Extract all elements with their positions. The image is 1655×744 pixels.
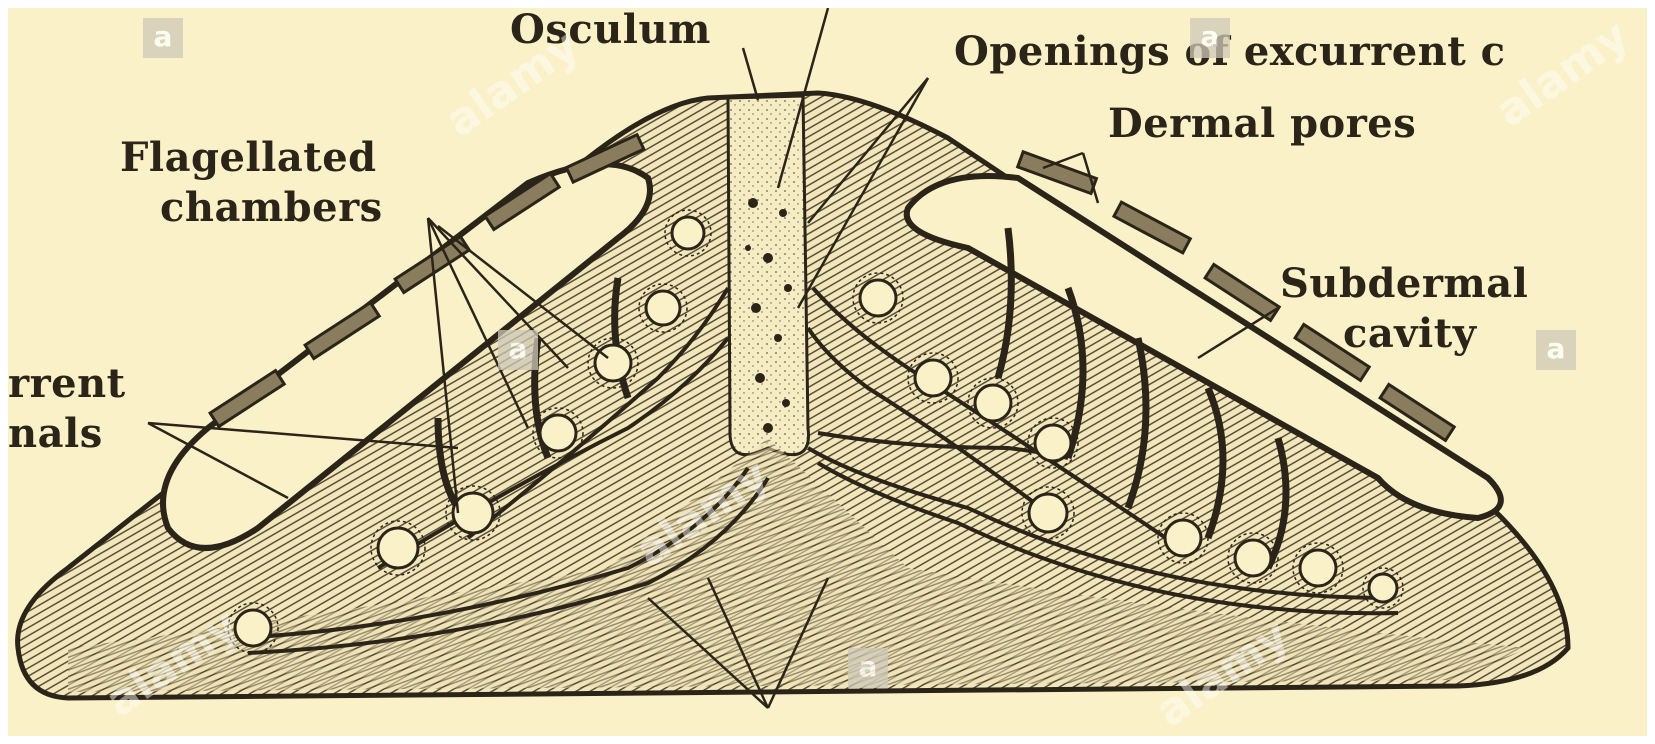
watermark-logo: a [848, 648, 888, 688]
flagellated-chamber [595, 345, 631, 381]
flagellated-chamber [975, 385, 1011, 421]
label-dermal-pores: Dermal pores [1108, 104, 1416, 144]
flagellated-chamber [1235, 540, 1271, 576]
flagellated-chamber [646, 291, 680, 325]
flagellated-chamber [915, 360, 951, 396]
flagellated-chamber [453, 493, 493, 533]
flagellated-chamber [378, 528, 418, 568]
watermark-logo: a [1536, 330, 1576, 370]
flagellated-chamber [1369, 574, 1397, 602]
flagellated-chamber [1300, 550, 1336, 586]
label-excurrent-2: nals [8, 414, 103, 454]
flagellated-chamber [1165, 520, 1201, 556]
flagellated-chamber [1035, 425, 1071, 461]
flagellated-chamber [672, 217, 704, 249]
illustration-plate: Osculum Openings of excurrent c Dermal p… [8, 8, 1647, 736]
flagellated-chamber [860, 280, 896, 316]
watermark-logo: a [143, 18, 183, 58]
watermark-logo: a [1190, 18, 1230, 58]
flagellated-chamber [540, 415, 576, 451]
osculum-cavity [728, 96, 809, 455]
label-chambers: chambers [160, 188, 383, 228]
watermark-logo: a [498, 330, 538, 370]
flagellated-chamber [1029, 494, 1067, 532]
label-cavity: cavity [1343, 314, 1476, 354]
label-subdermal: Subdermal [1280, 264, 1528, 304]
label-excurrent-1: rrent [8, 364, 126, 404]
label-flagellated: Flagellated [120, 138, 377, 178]
